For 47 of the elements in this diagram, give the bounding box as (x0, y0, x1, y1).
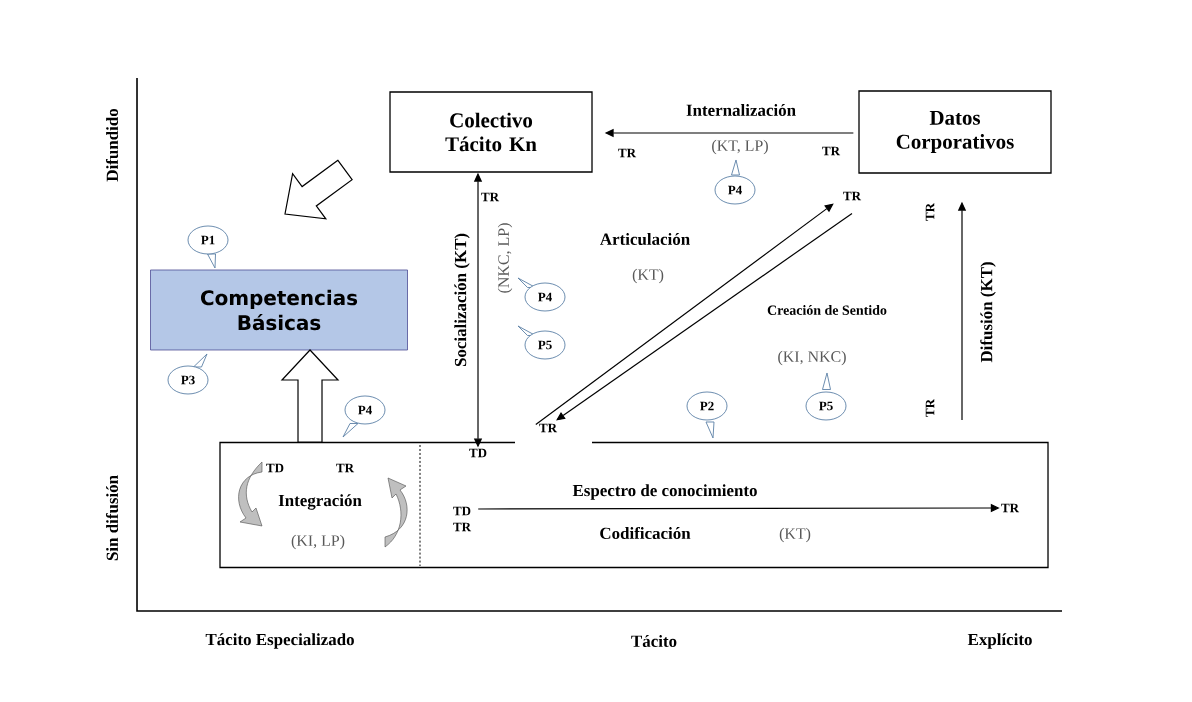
spectrum-band (219, 441, 1049, 569)
marker-text: TR (925, 398, 935, 417)
speech-bubble: P4 (517, 277, 566, 312)
parameter-text: (KT, LP) (712, 139, 768, 155)
node-text: TR (539, 423, 558, 433)
label-text: Difundido (105, 108, 119, 182)
label-text: Sin difusión (105, 475, 119, 561)
speech-bubble: P5 (517, 325, 566, 360)
node-text: TD (469, 448, 487, 458)
marker-text: TR (481, 192, 500, 202)
node-text: TR (843, 191, 862, 201)
label-text: Tácito Especializado (205, 633, 354, 649)
edge-label: Internalización (684, 103, 798, 117)
node-text: TD TR (453, 506, 472, 532)
edge-label: Espectro de conocimiento (571, 483, 759, 501)
node-text: TR (1001, 503, 1020, 513)
label-text: Creación de Sentido (767, 305, 887, 315)
parameter-text: (NKC, LP) (497, 223, 513, 293)
speech-bubble: P5 (805, 372, 847, 421)
label-text: Integración (278, 494, 362, 510)
parameter-text: (KI, NKC) (778, 350, 846, 366)
process-box: Datos Corporativos (858, 90, 1052, 174)
label-text: Explícito (967, 633, 1032, 649)
arrow (556, 212, 853, 421)
speech-bubble: P1 (187, 225, 229, 269)
label-text: Codificación (600, 526, 691, 540)
marker-text: TD (266, 463, 284, 473)
process-box: Colectivo Tácito Kn (389, 91, 593, 173)
label-text: Articulación (600, 233, 690, 245)
marker-text: TR (618, 148, 637, 158)
speech-bubble: P4 (714, 159, 756, 205)
speech-bubble: P3 (167, 353, 209, 395)
label-text: Difusión (KT) (980, 262, 996, 363)
label-text: Tácito (631, 635, 677, 647)
block-arrow (280, 349, 340, 443)
parameter-text: (KT) (779, 527, 811, 543)
marker-text: TR (822, 146, 841, 156)
arrow (535, 203, 834, 426)
parameter-text: (KI, LP) (291, 534, 345, 550)
speech-bubble: P4 (342, 395, 386, 438)
process-box: Competencias Básicas (150, 269, 408, 351)
block-arrow (284, 159, 353, 220)
marker-text: TR (336, 463, 355, 473)
marker-text: TR (925, 202, 935, 221)
speech-bubble: P2 (686, 391, 728, 439)
parameter-text: (KT) (632, 268, 664, 284)
label-text: Socialización (KT) (454, 233, 470, 367)
